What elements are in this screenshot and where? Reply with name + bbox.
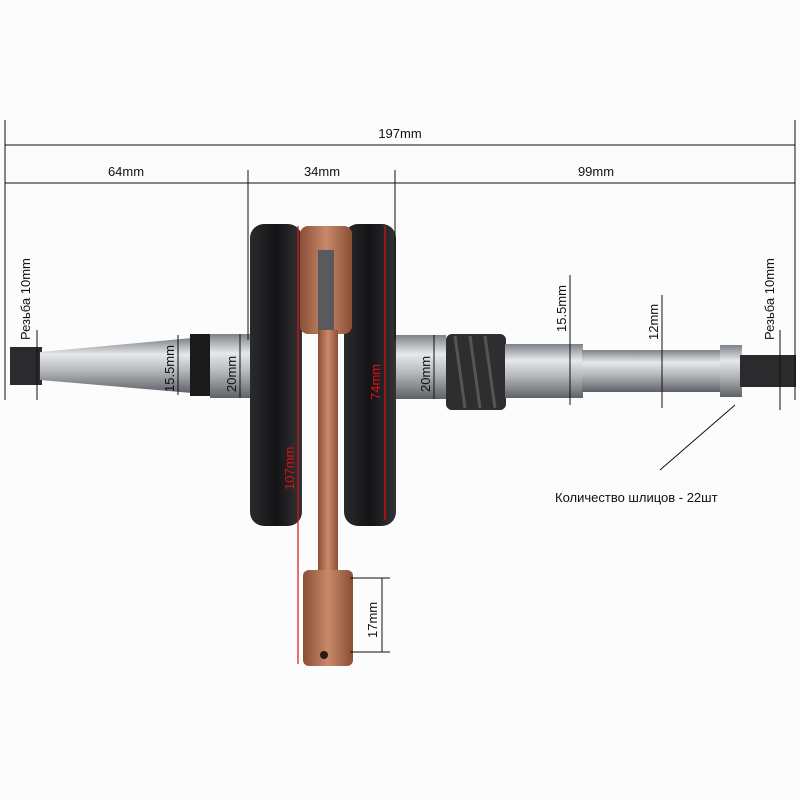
left-web	[250, 224, 302, 526]
right-shaft	[505, 344, 583, 398]
left-journal-diameter-label: 20mm	[224, 356, 239, 392]
left-thread-label: Резьба 10mm	[18, 258, 33, 340]
conrod-length-label: 107mm	[282, 447, 297, 490]
total-length-label: 197mm	[378, 126, 421, 141]
right-journal-diameter-label: 20mm	[418, 356, 433, 392]
right-end-diameter-label: 12mm	[646, 304, 661, 340]
right-end-shaft	[582, 350, 722, 392]
web-diameter-label: 74mm	[368, 364, 383, 400]
oil-hole	[320, 651, 328, 659]
left-shaft-length-label: 64mm	[108, 164, 144, 179]
conrod-beam	[318, 330, 338, 575]
conrod-small-end	[303, 570, 353, 666]
left-taper-shaft	[40, 338, 192, 393]
needle-bearing	[318, 250, 334, 330]
left-journal	[210, 334, 252, 398]
small-end-width-label: 17mm	[365, 602, 380, 638]
right-web	[344, 224, 396, 526]
red-dimension-lines	[297, 226, 386, 664]
left-bearing	[190, 334, 210, 396]
spline-count-note: Количество шлицов - 22шт	[555, 490, 718, 505]
right-thread-label: Резьба 10mm	[762, 258, 777, 340]
crank-width-label: 34mm	[304, 164, 340, 179]
crankshaft-photo	[10, 224, 796, 666]
left-taper-diameter-label: 15.5mm	[162, 345, 177, 392]
dimension-lines	[4, 120, 796, 653]
right-shaft-length-label: 99mm	[578, 164, 614, 179]
spline	[720, 345, 742, 397]
right-journal	[396, 335, 446, 399]
right-thread	[740, 355, 796, 387]
right-shaft-diameter-label: 15.5mm	[554, 285, 569, 332]
